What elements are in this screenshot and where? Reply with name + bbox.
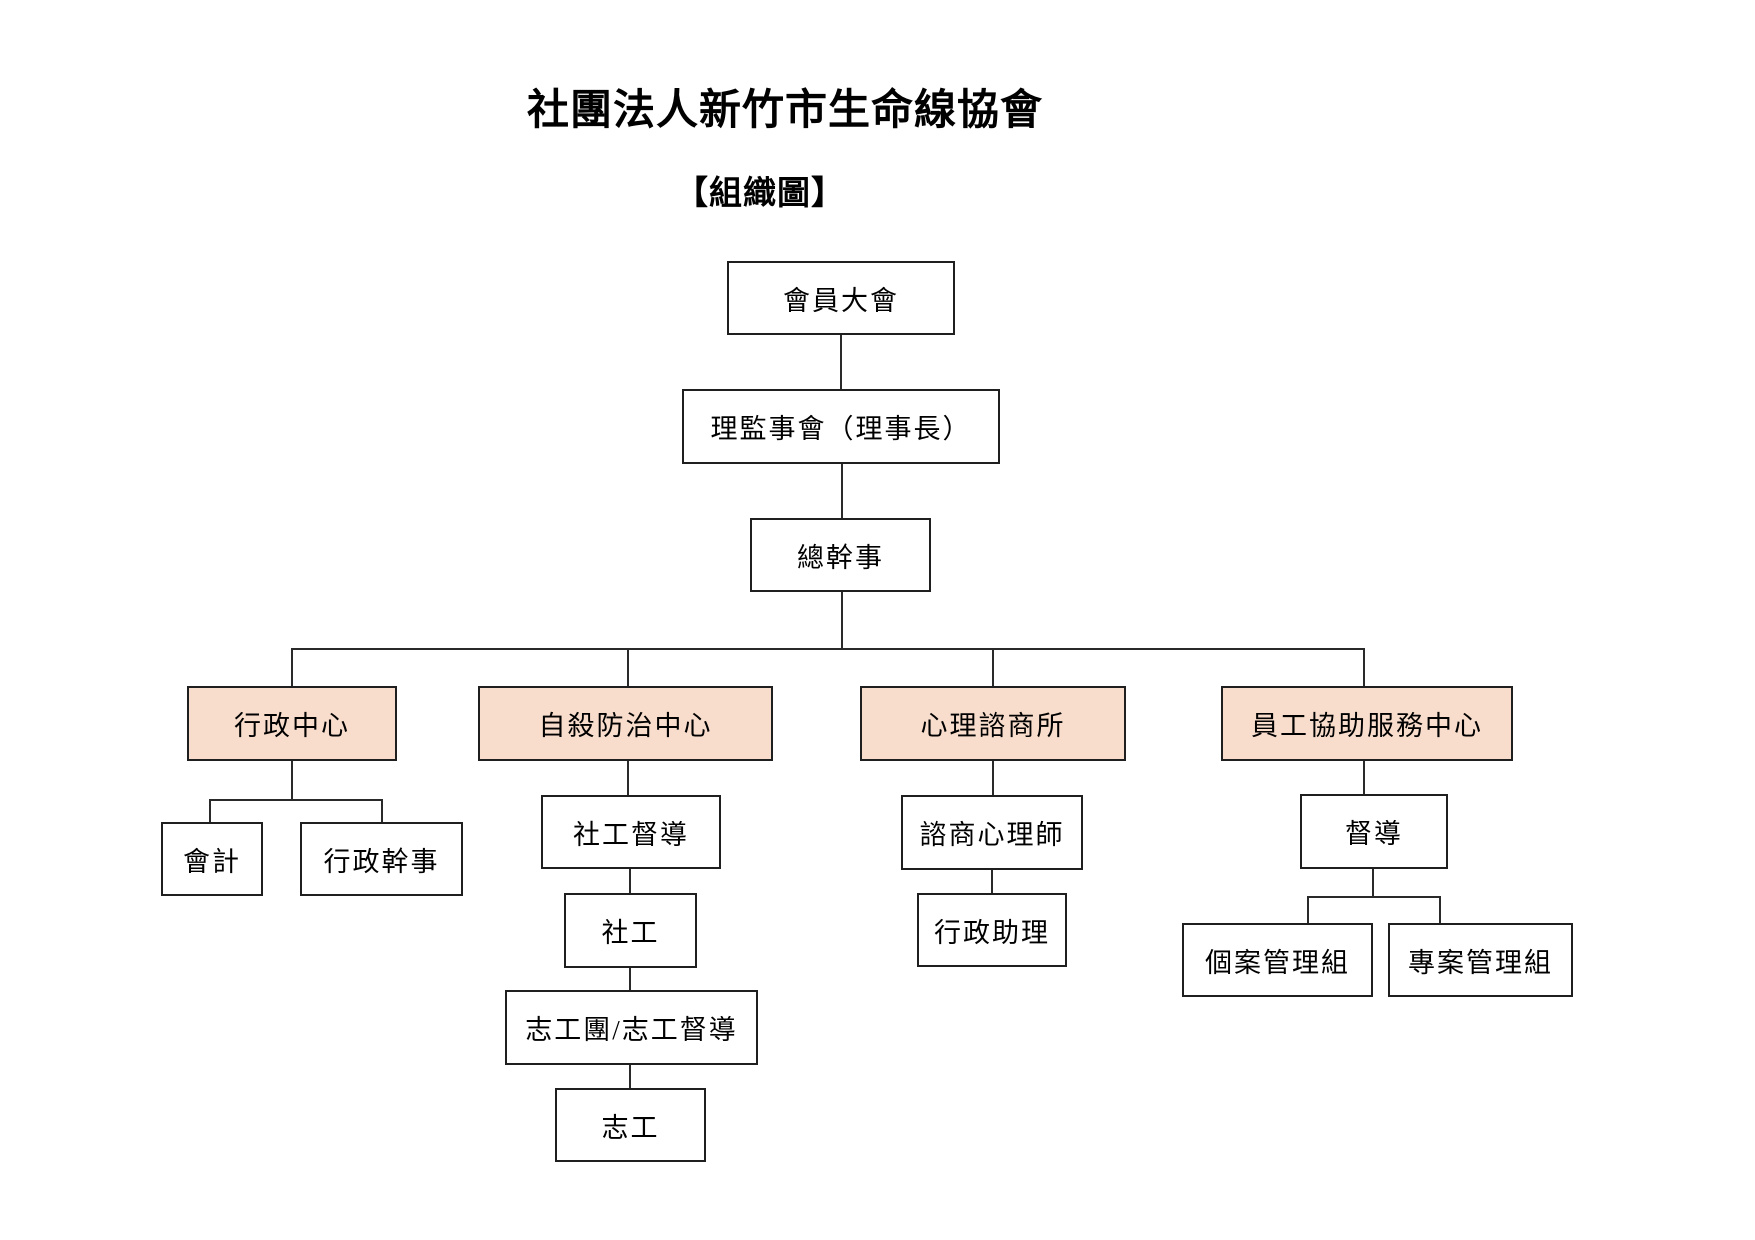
connector-drop-accounting (209, 799, 211, 823)
node-accounting-label: 會計 (183, 846, 241, 877)
node-social-worker: 社工 (564, 893, 697, 968)
connector-sw-supervisor-sw (629, 868, 631, 894)
node-counseling-center: 心理諮商所 (860, 686, 1126, 761)
node-social-worker-supervisor: 社工督導 (541, 795, 721, 869)
connector-board-secretary (841, 463, 843, 519)
node-eap-center: 員工協助服務中心 (1221, 686, 1513, 761)
node-eap-center-label: 員工協助服務中心 (1251, 711, 1483, 741)
node-counseling-center-label: 心理諮商所 (920, 711, 1066, 741)
node-admin-assistant: 行政助理 (917, 893, 1067, 967)
connector-supervisor-splitter-rail (1307, 896, 1441, 898)
node-volunteer: 志工 (555, 1088, 706, 1162)
node-secretary-general: 總幹事 (750, 518, 931, 592)
connector-drop-case-management (1307, 896, 1309, 924)
node-admin-center: 行政中心 (187, 686, 397, 761)
node-social-worker-label: 社工 (601, 918, 660, 948)
node-admin-center-label: 行政中心 (234, 711, 350, 741)
connector-secretary-trunk (841, 591, 843, 649)
connector-drop-project-management (1439, 896, 1441, 924)
connector-admin-splitter-rail (209, 799, 383, 801)
connector-counseling-psychologist (992, 760, 994, 796)
node-board: 理監事會（理事長） (682, 389, 1000, 464)
connector-drop-eap-center (1363, 648, 1365, 688)
node-supervisor-label: 督導 (1345, 819, 1403, 849)
connector-sw-volunteer-team (629, 967, 631, 991)
node-volunteer-label: 志工 (601, 1112, 660, 1143)
node-social-worker-supervisor-label: 社工督導 (573, 819, 689, 850)
connector-main-rail (291, 648, 1365, 650)
connector-volunteer-team-volunteer (629, 1064, 631, 1089)
node-volunteer-team: 志工團/志工督導 (505, 990, 758, 1065)
node-accounting: 會計 (161, 822, 263, 896)
node-counseling-psychologist-label: 諮商心理師 (919, 820, 1065, 850)
node-admin-assistant-label: 行政助理 (934, 917, 1050, 948)
node-suicide-prevention-center: 自殺防治中心 (478, 686, 773, 761)
node-suicide-prevention-center-label: 自殺防治中心 (538, 711, 713, 741)
node-case-management-team-label: 個案管理組 (1205, 947, 1350, 978)
node-secretary-general-label: 總幹事 (797, 542, 884, 573)
node-admin-officer: 行政幹事 (300, 822, 463, 896)
node-project-management-team: 專案管理組 (1388, 923, 1573, 997)
node-supervisor: 督導 (1300, 794, 1448, 869)
connector-drop-admin-officer (381, 799, 383, 823)
node-general-assembly: 會員大會 (727, 261, 955, 335)
connector-drop-suicide-prevention (627, 648, 629, 688)
page-title: 社團法人新竹市生命線協會 (526, 88, 1043, 134)
connector-drop-admin-center (291, 648, 293, 688)
node-volunteer-team-label: 志工團/志工督導 (525, 1015, 738, 1045)
node-counseling-psychologist: 諮商心理師 (901, 795, 1083, 870)
connector-admin-splitter-stem (291, 760, 293, 801)
node-admin-officer-label: 行政幹事 (323, 846, 440, 877)
connector-assembly-board (840, 335, 842, 390)
connector-eap-supervisor (1363, 760, 1365, 795)
page-subtitle: 【組織圖】 (675, 176, 845, 212)
node-board-label: 理監事會（理事長） (710, 414, 972, 444)
connector-drop-counseling-center (992, 648, 994, 688)
node-general-assembly-label: 會員大會 (783, 285, 899, 316)
node-case-management-team: 個案管理組 (1182, 923, 1373, 997)
connector-suicide-sw-supervisor (627, 760, 629, 796)
connector-supervisor-splitter-stem (1372, 868, 1374, 898)
node-project-management-team-label: 專案管理組 (1408, 947, 1553, 978)
connector-psychologist-assistant (991, 868, 993, 894)
